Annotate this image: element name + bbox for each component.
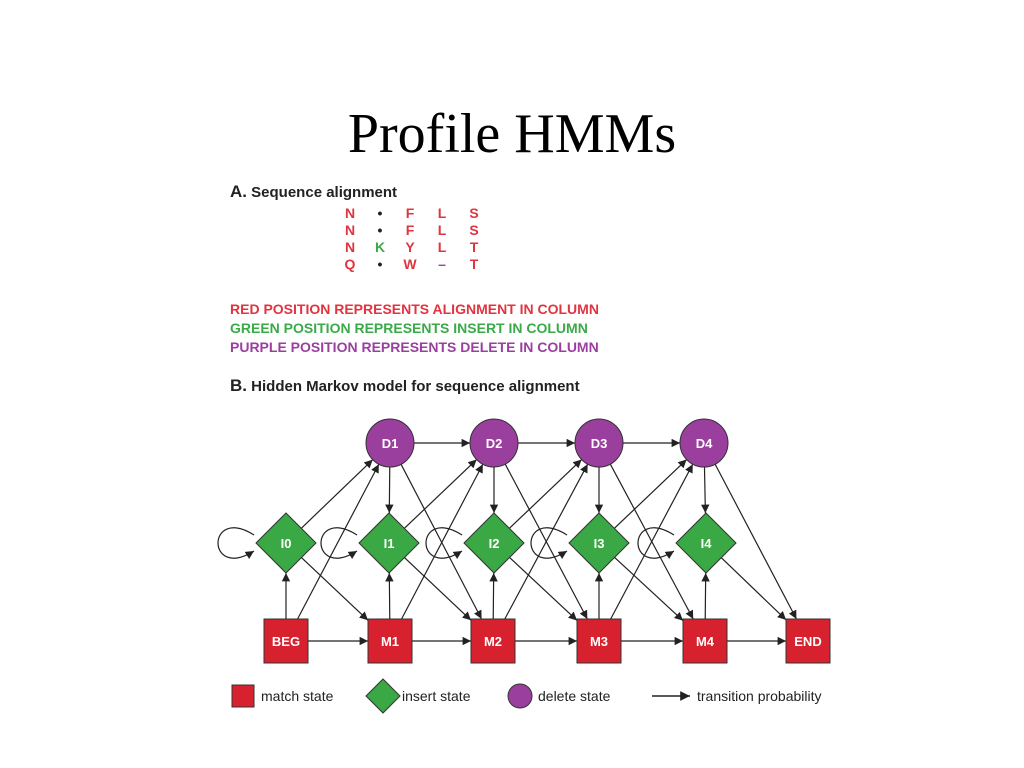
transition-arrow xyxy=(613,459,688,529)
match-state-node xyxy=(682,618,728,664)
alignment-cell: L xyxy=(437,205,447,221)
alignment-cell: T xyxy=(469,256,479,272)
transition-arrow xyxy=(614,556,684,622)
insert-state-node xyxy=(358,512,420,574)
transition-arrow xyxy=(504,463,588,620)
self-loop-arrow xyxy=(217,527,255,560)
insert-state-node xyxy=(675,512,737,574)
alignment-cell: W xyxy=(403,256,417,272)
alignment-cell: S xyxy=(469,222,479,238)
alignment-cell: N xyxy=(344,222,356,238)
match-state-label: M3 xyxy=(590,634,608,649)
transition-arrow xyxy=(400,464,483,620)
delete-state-node xyxy=(365,418,415,468)
match-state-node xyxy=(785,618,831,664)
self-loop-arrow xyxy=(425,527,463,560)
section-a-heading: A. Sequence alignment xyxy=(230,182,397,202)
insert-state-label: I3 xyxy=(594,536,605,551)
match-state-node xyxy=(470,618,516,664)
key-transition-label: transition probability xyxy=(697,688,822,704)
self-loop-arrow xyxy=(320,527,358,560)
transition-arrow xyxy=(301,557,369,621)
key-match-swatch xyxy=(231,684,255,708)
alignment-cell: Y xyxy=(405,239,415,255)
delete-state-node xyxy=(574,418,624,468)
key-delete-swatch xyxy=(507,683,533,709)
insert-state-node xyxy=(463,512,525,574)
alignment-cell: N xyxy=(344,205,356,221)
key-delete-label: delete state xyxy=(538,688,611,704)
alignment-cell: Q xyxy=(344,256,356,272)
insert-state-node xyxy=(568,512,630,574)
key-insert-label: insert state xyxy=(402,688,471,704)
transition-arrow xyxy=(701,466,710,514)
transition-arrow xyxy=(300,459,374,529)
delete-state-label: D4 xyxy=(696,436,713,451)
alignment-cell: T xyxy=(469,239,479,255)
alignment-row: N • F L S xyxy=(340,222,500,239)
alignment-cell: F xyxy=(405,222,415,238)
insert-state-label: I2 xyxy=(489,536,500,551)
transition-arrow xyxy=(714,463,797,620)
section-b-letter: B. xyxy=(230,376,247,395)
alignment-cell: F xyxy=(405,205,415,221)
transition-arrow xyxy=(297,463,380,620)
alignment-cell: N xyxy=(344,239,356,255)
transition-arrow xyxy=(609,463,694,620)
alignment-cell: S xyxy=(469,205,479,221)
insert-state-label: I4 xyxy=(701,536,713,551)
match-state-node xyxy=(263,618,309,664)
match-state-label: M4 xyxy=(696,634,715,649)
alignment-cell: L xyxy=(437,239,447,255)
slide-title: Profile HMMs xyxy=(347,103,677,165)
alignment-row: Q • W – T xyxy=(340,256,500,273)
delete-state-node xyxy=(679,418,729,468)
diagram-key: match state insert state delete state trans… xyxy=(231,678,822,714)
legend-line-purple: PURPLE POSITION REPRESENTS DELETE IN COL… xyxy=(230,339,599,355)
delete-state-node xyxy=(469,418,519,468)
alignment-cell: L xyxy=(437,222,447,238)
alignment-cell: K xyxy=(374,239,386,255)
transition-arrow xyxy=(404,557,472,621)
transition-arrow xyxy=(509,557,578,621)
transition-arrow xyxy=(720,557,787,621)
match-state-label: M2 xyxy=(484,634,502,649)
legend-line-red: RED POSITION REPRESENTS ALIGNMENT IN COL… xyxy=(230,301,599,317)
color-legend: RED POSITION REPRESENTS ALIGNMENT IN COL… xyxy=(230,300,599,357)
section-a-title: Sequence alignment xyxy=(251,184,398,201)
insert-state-node xyxy=(255,512,317,574)
match-state-node xyxy=(576,618,622,664)
delete-state-label: D1 xyxy=(382,436,399,451)
transition-arrow xyxy=(403,459,478,529)
alignment-cell: – xyxy=(438,256,446,272)
self-loop-arrow xyxy=(637,527,675,560)
legend-line-green: GREEN POSITION REPRESENTS INSERT IN COLU… xyxy=(230,320,588,336)
delete-state-label: D2 xyxy=(486,436,503,451)
alignment-cell: • xyxy=(377,256,383,272)
key-insert-swatch xyxy=(365,678,401,714)
transition-arrow xyxy=(401,463,484,620)
section-b-title: Hidden Markov model for sequence alignme… xyxy=(251,378,580,395)
key-match-label: match state xyxy=(261,688,334,704)
section-b-heading: B. Hidden Markov model for sequence alig… xyxy=(230,376,580,396)
delete-state-label: D3 xyxy=(591,436,608,451)
transition-arrow xyxy=(508,459,583,529)
section-a-letter: A. xyxy=(230,182,247,201)
match-state-label: END xyxy=(794,634,821,649)
alignment-row: N • F L S xyxy=(340,205,500,222)
insert-state-label: I0 xyxy=(281,536,292,551)
match-state-label: BEG xyxy=(272,634,300,649)
alignment-cell: • xyxy=(377,222,383,238)
match-state-label: M1 xyxy=(381,634,399,649)
match-state-node xyxy=(367,618,413,664)
insert-state-label: I1 xyxy=(384,536,395,551)
alignment-cell: • xyxy=(377,205,383,221)
transition-edges xyxy=(217,438,797,646)
self-loop-arrow xyxy=(530,527,568,560)
